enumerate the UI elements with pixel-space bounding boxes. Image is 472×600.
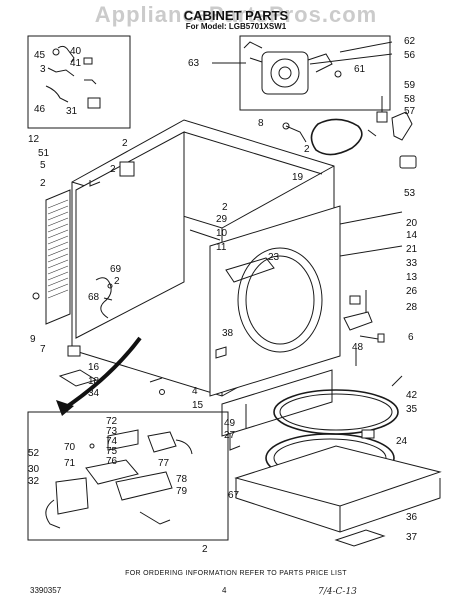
callout-71: 71 — [64, 458, 76, 469]
callout-74: 74 — [106, 436, 118, 447]
callout-78: 78 — [176, 474, 188, 485]
callout-46: 46 — [34, 104, 46, 115]
callout-72: 72 — [106, 416, 118, 427]
callout-23: 23 — [268, 252, 280, 263]
callout-2-e: 2 — [222, 202, 228, 213]
inset-top-left — [27, 35, 131, 129]
callout-30: 30 — [28, 464, 40, 475]
callout-2-f: 2 — [114, 276, 120, 287]
callout-6: 6 — [408, 332, 414, 343]
callout-28: 28 — [406, 302, 418, 313]
access-cover — [334, 529, 386, 547]
callout-53: 53 — [404, 188, 416, 199]
callout-56: 56 — [404, 50, 416, 61]
callout-2-b: 2 — [122, 138, 128, 149]
callout-57: 57 — [404, 106, 416, 117]
callout-79: 79 — [176, 486, 188, 497]
callout-61: 61 — [354, 64, 366, 75]
leader-lines — [212, 41, 403, 428]
base-tray — [234, 445, 442, 533]
callout-11: 11 — [216, 242, 227, 253]
toe-panel — [221, 369, 333, 451]
callout-42: 42 — [406, 390, 418, 401]
callout-51: 51 — [38, 148, 50, 159]
callout-20: 20 — [406, 218, 418, 229]
callout-63: 63 — [188, 58, 200, 69]
callout-31: 31 — [66, 106, 78, 117]
callout-2-d: 2 — [304, 144, 310, 155]
callout-59: 59 — [404, 80, 416, 91]
callout-7: 7 — [40, 344, 46, 355]
page-title: CABINET PARTS — [183, 8, 289, 23]
callout-33: 33 — [406, 258, 418, 269]
inset-motor — [239, 35, 391, 111]
callout-5: 5 — [40, 160, 46, 171]
callout-21: 21 — [406, 244, 418, 255]
callout-27: 27 — [224, 430, 236, 441]
cabinet-side-panel — [45, 189, 71, 325]
callout-9: 9 — [30, 334, 36, 345]
panel-hardware — [343, 290, 385, 366]
watermark: AppliancePartsPros.com — [94, 2, 378, 27]
ordering-note: FOR ORDERING INFORMATION REFER TO PARTS … — [125, 570, 347, 577]
callout-4: 4 — [192, 386, 198, 397]
page-number: 4 — [222, 586, 227, 595]
callout-19: 19 — [292, 172, 304, 183]
callout-12: 12 — [28, 134, 40, 145]
handwritten-note: 7/4-C-13 — [318, 587, 357, 597]
callout-45: 45 — [34, 50, 46, 61]
callout-labels: 45 40 3 41 46 31 12 51 5 2 2 2 62 56 63 … — [28, 36, 418, 555]
callout-34: 34 — [88, 388, 100, 399]
callout-16: 16 — [88, 362, 100, 373]
callout-68: 68 — [88, 292, 100, 303]
model-subtitle: For Model: LGB5701XSW1 — [185, 22, 287, 31]
wire-harness — [95, 277, 113, 319]
left-feet — [32, 292, 165, 395]
callout-2-g: 2 — [202, 544, 208, 555]
callout-24: 24 — [396, 436, 408, 447]
callout-67: 67 — [228, 490, 240, 501]
right-small-parts — [367, 96, 417, 169]
callout-70: 70 — [64, 442, 76, 453]
inset-gas-valve — [27, 411, 229, 541]
callout-76: 76 — [106, 456, 118, 467]
callout-40: 40 — [70, 46, 82, 57]
callout-2-a: 2 — [40, 178, 46, 189]
callout-35: 35 — [406, 404, 418, 415]
callout-52: 52 — [28, 448, 40, 459]
callout-8: 8 — [258, 118, 264, 129]
callout-69: 69 — [110, 264, 122, 275]
callout-36: 36 — [406, 512, 418, 523]
callout-29: 29 — [216, 214, 228, 225]
callout-3: 3 — [40, 64, 46, 75]
drive-belt — [282, 118, 363, 156]
callout-58: 58 — [404, 94, 416, 105]
callout-62: 62 — [404, 36, 416, 47]
callout-41: 41 — [70, 58, 82, 69]
callout-37: 37 — [406, 532, 418, 543]
callout-48: 48 — [352, 342, 364, 353]
callout-73: 73 — [106, 426, 118, 437]
callout-13: 13 — [406, 272, 418, 283]
part-number: 3390357 — [30, 586, 62, 595]
callout-10: 10 — [216, 228, 228, 239]
callout-2-c: 2 — [110, 164, 116, 175]
callout-18: 18 — [88, 376, 100, 387]
front-panel — [209, 205, 341, 397]
callout-15: 15 — [192, 400, 204, 411]
callout-77: 77 — [158, 458, 170, 469]
callout-38: 38 — [222, 328, 234, 339]
callout-75: 75 — [106, 446, 118, 457]
callout-49: 49 — [224, 418, 236, 429]
callout-32: 32 — [28, 476, 40, 487]
callout-26: 26 — [406, 286, 418, 297]
callout-14: 14 — [406, 230, 418, 241]
